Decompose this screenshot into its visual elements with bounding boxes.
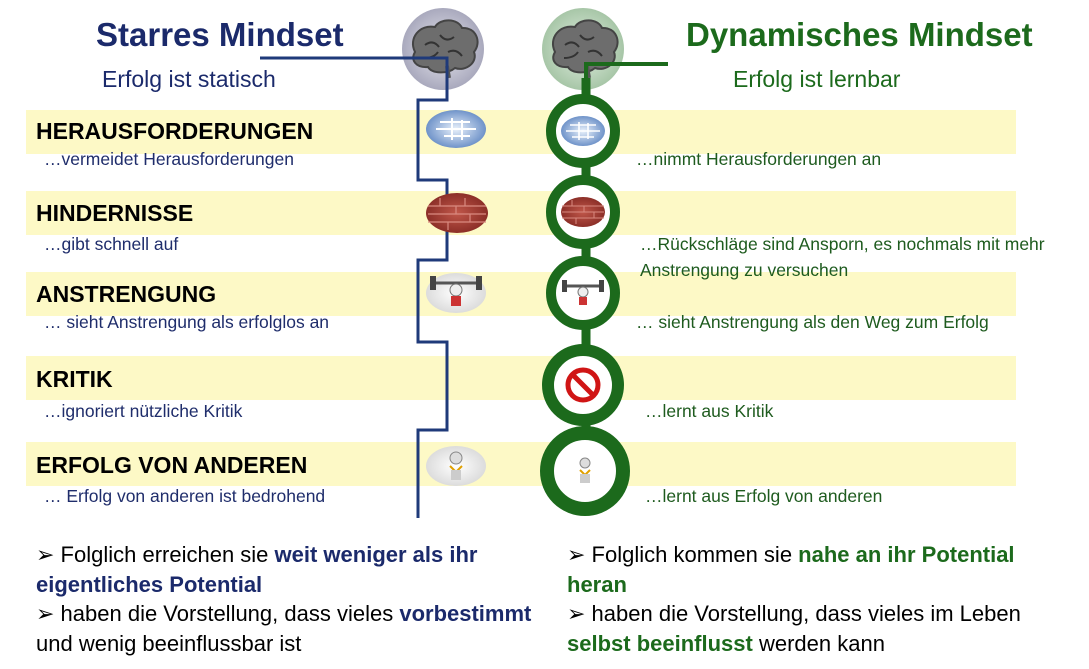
growth-success-of-others-text: …lernt aus Erfolg von anderen bbox=[645, 483, 1045, 509]
weightlifter-icon-left bbox=[426, 273, 486, 313]
fixed-effort-text: … sieht Anstrengung als erfolglos an bbox=[44, 312, 329, 333]
growth-mindset-subtitle: Erfolg ist lernbar bbox=[733, 66, 900, 93]
maze-icon-right bbox=[551, 99, 615, 163]
growth-effort-text: … sieht Anstrengung als den Weg zum Erfo… bbox=[636, 309, 1016, 335]
brain-icon-right bbox=[542, 8, 624, 90]
medal-figure-icon-left bbox=[426, 446, 486, 486]
fixed-success-of-others-text: … Erfolg von anderen ist bedrohend bbox=[44, 486, 325, 507]
growth-criticism-text: …lernt aus Kritik bbox=[645, 398, 1045, 424]
category-effort: ANSTRENGUNG bbox=[36, 281, 216, 308]
fixed-conclusion: ➢ Folglich erreichen sie weit weniger al… bbox=[36, 540, 546, 658]
fixed-challenges-text: …vermeidet Herausforderungen bbox=[44, 149, 294, 170]
prohibited-icon bbox=[548, 350, 618, 420]
growth-conclusion-line2: ➢ haben die Vorstellung, dass vieles im … bbox=[567, 599, 1037, 658]
growth-conclusion-line1: ➢ Folglich kommen sie nahe an ihr Potent… bbox=[567, 540, 1037, 599]
weightlifter-icon-right bbox=[551, 261, 615, 325]
brick-wall-icon-left bbox=[426, 193, 488, 233]
fixed-mindset-subtitle: Erfolg ist statisch bbox=[102, 66, 276, 93]
brick-wall-icon-right bbox=[551, 180, 615, 244]
fixed-conclusion-line2: ➢ haben die Vorstellung, dass vieles vor… bbox=[36, 599, 546, 658]
category-challenges: HERAUSFORDERUNGEN bbox=[36, 118, 313, 145]
category-criticism: KRITIK bbox=[36, 366, 113, 393]
fixed-mindset-title: Starres Mindset bbox=[96, 16, 344, 54]
growth-mindset-title: Dynamisches Mindset bbox=[686, 16, 1033, 54]
brain-icon-left bbox=[402, 8, 484, 90]
category-success-of-others: ERFOLG VON ANDEREN bbox=[36, 452, 307, 479]
fixed-criticism-text: …ignoriert nützliche Kritik bbox=[44, 401, 242, 422]
medal-figure-icon-right bbox=[547, 433, 623, 509]
fixed-conclusion-line1: ➢ Folglich erreichen sie weit weniger al… bbox=[36, 540, 546, 599]
growth-obstacles-text: …Rückschläge sind Ansporn, es nochmals m… bbox=[640, 231, 1060, 283]
maze-icon-left bbox=[426, 110, 486, 148]
category-obstacles: HINDERNISSE bbox=[36, 200, 193, 227]
growth-challenges-text: …nimmt Herausforderungen an bbox=[636, 146, 1036, 172]
growth-conclusion: ➢ Folglich kommen sie nahe an ihr Potent… bbox=[567, 540, 1037, 658]
fixed-obstacles-text: …gibt schnell auf bbox=[44, 234, 178, 255]
